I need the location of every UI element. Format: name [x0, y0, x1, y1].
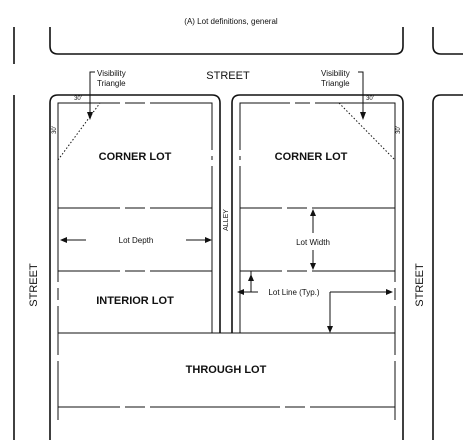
dim-top-left-30: 30' [74, 96, 82, 102]
dim-side-right-30: 30' [396, 126, 402, 134]
lot-width-arrow-bottom [310, 263, 316, 270]
lot-depth-arrow-right [205, 237, 212, 243]
lot-depth-arrow-left [60, 237, 67, 243]
visibility-left-leader [89, 71, 95, 118]
break-left-1 [210, 150, 214, 156]
diagram-title: (A) Lot definitions, general [184, 17, 278, 26]
visibility-triangle-left [57, 102, 101, 161]
break-top-left [145, 101, 150, 105]
break-left-4 [56, 300, 60, 306]
break-right-2 [238, 160, 242, 166]
top-block-outline [49, 27, 404, 55]
street-label-left: STREET [28, 263, 40, 307]
top-right-block-outline [432, 27, 463, 55]
dim-side-left-30: 30' [52, 126, 58, 134]
right-lot-boundary [239, 102, 396, 420]
street-label-top: STREET [206, 70, 250, 82]
break-left-2 [210, 160, 214, 166]
break-right-4 [393, 300, 397, 306]
lot-line-arrow-right [386, 289, 393, 295]
visibility-right-leader [358, 71, 364, 118]
break-top-right-2 [310, 101, 315, 105]
lot-line-arrow-left [237, 289, 244, 295]
break-left-3 [56, 282, 60, 288]
street-label-right: STREET [414, 263, 426, 307]
visibility-right-line1: Visibility [321, 69, 350, 78]
corner-lot-left-label: CORNER LOT [99, 151, 172, 163]
break-right-3 [393, 282, 397, 288]
visibility-left-line2: Triangle [97, 79, 126, 88]
lot-width-arrow-top [310, 209, 316, 216]
right-curb [432, 94, 463, 440]
lot-line-arrow-down [327, 326, 333, 333]
lot-line-arrow-up [248, 274, 254, 281]
visibility-right-line2: Triangle [321, 79, 350, 88]
visibility-left-arrowhead [87, 112, 93, 120]
lot-line-label: Lot Line (Typ.) [268, 288, 319, 297]
left-block-outline [49, 94, 221, 440]
break-right-1 [238, 150, 242, 156]
visibility-right-arrowhead [360, 112, 366, 120]
visibility-triangle-right [338, 102, 396, 161]
lot-width-label: Lot Width [296, 238, 330, 247]
lot-depth-label: Lot Depth [119, 236, 154, 245]
lot-line-leader [244, 271, 388, 331]
interior-lot-label: INTERIOR LOT [96, 295, 174, 307]
alley-label: ALLEY [223, 209, 230, 231]
dim-top-right-30: 30' [366, 96, 374, 102]
through-lot-label: THROUGH LOT [186, 364, 267, 376]
break-top-right [290, 101, 295, 105]
break-top-left-2 [120, 101, 125, 105]
visibility-left-line1: Visibility [97, 69, 126, 78]
right-block-outline [231, 94, 404, 440]
corner-lot-right-label: CORNER LOT [275, 151, 348, 163]
left-lot-boundary [57, 102, 213, 420]
break-right-5 [393, 355, 397, 361]
break-left-5 [56, 355, 60, 361]
